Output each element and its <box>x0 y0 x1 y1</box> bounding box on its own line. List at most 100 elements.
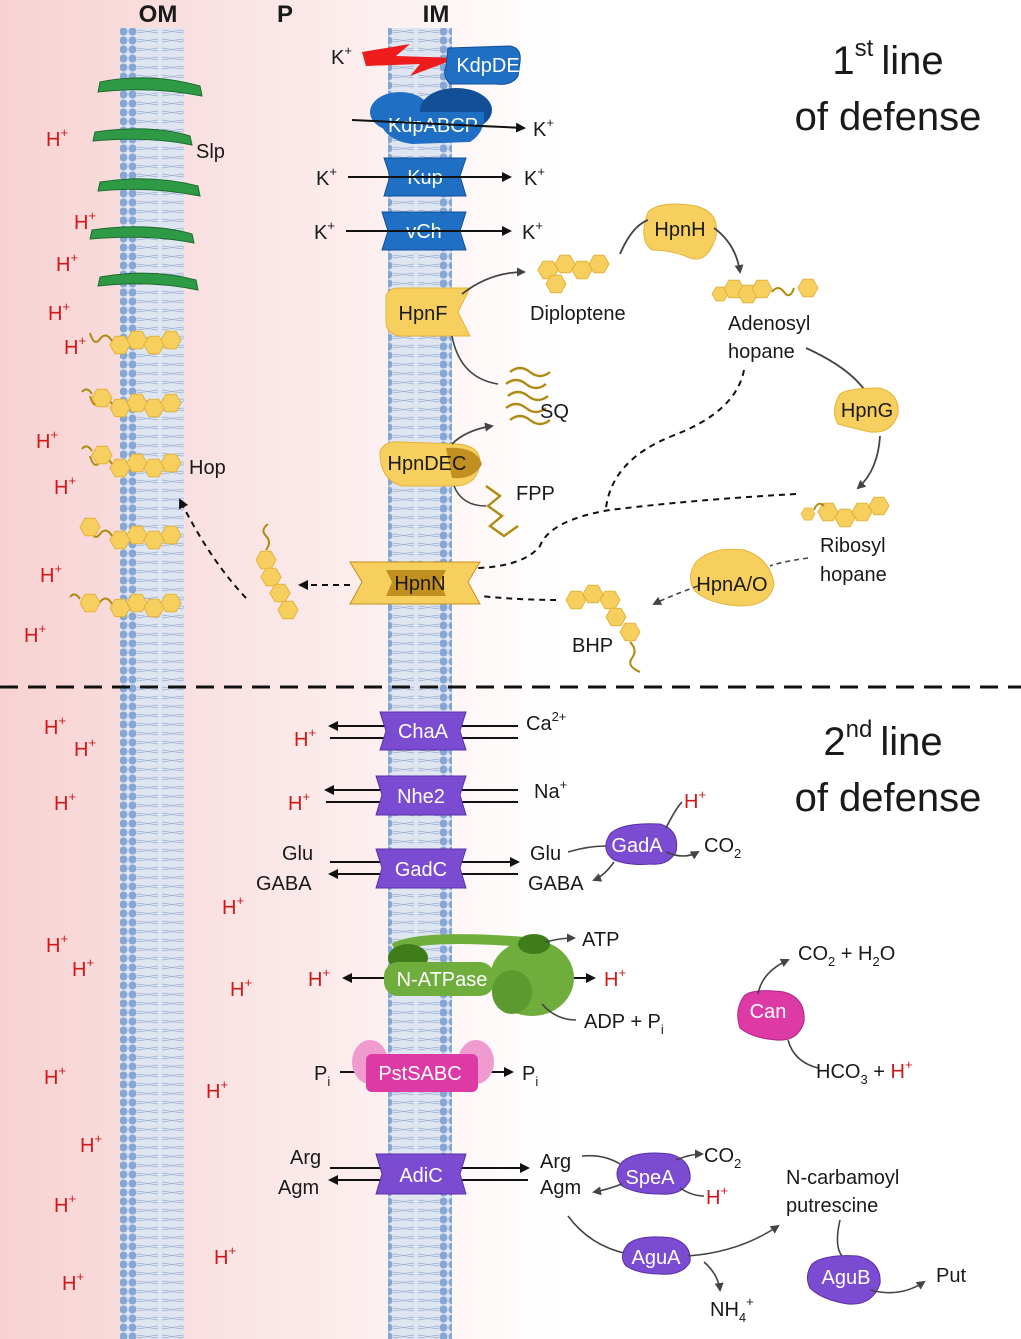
adic-arg-in: Arg <box>290 1147 321 1169</box>
svg-text:H+: H+ <box>54 1191 76 1217</box>
svg-text:H+: H+ <box>74 735 96 761</box>
nhe2-na-label: Na+ <box>534 777 567 803</box>
natpase-h-left: H+ <box>308 965 330 991</box>
gada-to-co2 <box>665 851 700 860</box>
diploptene-label: Diploptene <box>530 303 626 325</box>
hopanoid-exported <box>255 523 299 620</box>
hco3-label: HCO3 + H+ <box>816 1057 913 1087</box>
gadc-gaba-out: GABA <box>528 873 584 895</box>
can-to-co2h2o <box>757 958 790 995</box>
chaa-ca-label: Ca2+ <box>526 709 566 735</box>
ncarb-label-2: putrescine <box>786 1195 878 1217</box>
first-defense-subtitle: of defense <box>795 95 982 139</box>
adp-label: ADP + Pi <box>584 1011 664 1037</box>
gada-to-gaba <box>592 861 615 882</box>
hpng-protein <box>834 387 899 433</box>
slp-proteins <box>89 77 203 291</box>
natpase-to-atp <box>545 933 576 943</box>
vch-k-out: K+ <box>522 218 543 244</box>
chaa-h-label: H+ <box>294 725 316 751</box>
kdpabcp-arrow <box>351 119 526 133</box>
svg-text:H+: H+ <box>54 789 76 815</box>
gada-h-label: H+ <box>684 787 706 813</box>
svg-text:H+: H+ <box>44 713 66 739</box>
ncarb-label: N-carbamoyl <box>786 1167 899 1189</box>
kdpde-k-label: K+ <box>331 43 352 69</box>
kdpde-label: KdpDE <box>456 55 519 77</box>
put-label: Put <box>936 1265 966 1287</box>
ribosyl-to-hpnn-path <box>477 493 797 569</box>
hpnn-label: HpnN <box>394 573 445 595</box>
svg-text:H+: H+ <box>24 621 46 647</box>
fpp-to-hpndec-line <box>453 485 487 507</box>
p-label: P <box>277 1 293 28</box>
hpng-to-ribosyl-arrow <box>856 435 881 490</box>
chaa-protein <box>379 711 467 751</box>
svg-text:H+: H+ <box>62 1269 84 1295</box>
natpase-h-right: H+ <box>604 965 626 991</box>
gada-label: GadA <box>611 835 663 857</box>
second-defense-subtitle: of defense <box>795 776 982 820</box>
can-label: Can <box>750 1001 787 1023</box>
hco3-to-can <box>787 1039 819 1069</box>
adp-to-natpase <box>541 1003 577 1021</box>
co2h2o-label: CO2 + H2O <box>798 943 895 969</box>
hpnao-protein <box>690 548 775 607</box>
hpnf-to-diploptene-arrow <box>461 267 526 295</box>
svg-text:H+: H+ <box>214 1243 236 1269</box>
export-arrow-to-om <box>179 498 247 599</box>
ribosyl-to-hpnao-arrow <box>769 557 809 567</box>
protons-second-line: H+ H+ H+ H+ H+ H+ H+ H+ H+ H+ H+ H+ H+ <box>44 713 252 1295</box>
kup-k-out: K+ <box>524 164 545 190</box>
gadc-protein <box>375 848 467 889</box>
svg-text:H+: H+ <box>40 561 62 587</box>
svg-text:H+: H+ <box>46 125 68 151</box>
agua-protein <box>622 1236 691 1275</box>
hpnao-to-bhp-arrow <box>652 585 699 605</box>
spea-h-line <box>679 1187 705 1197</box>
hpnao-label: HpnA/O <box>696 574 767 596</box>
hpnh-protein <box>643 203 718 260</box>
hpnf-label: HpnF <box>399 303 448 325</box>
svg-text:H+: H+ <box>72 955 94 981</box>
agub-label: AguB <box>822 1267 871 1289</box>
pstsabc-protein <box>352 1040 494 1092</box>
svg-text:H+: H+ <box>44 1063 66 1089</box>
spea-h-label: H+ <box>706 1183 728 1209</box>
slp-label: Slp <box>196 141 225 163</box>
can-protein <box>737 990 805 1041</box>
bhp-molecule <box>565 584 641 673</box>
adic-agm-in: Agm <box>278 1177 319 1199</box>
hopanoids-om <box>69 330 182 618</box>
hpng-label: HpnG <box>841 400 893 422</box>
agua-to-nh4 <box>703 1261 724 1292</box>
gadc-glu-out: Glu <box>530 843 561 865</box>
nhe2-h-label: H+ <box>288 789 310 815</box>
gada-protein <box>605 823 678 865</box>
kup-k-in: K+ <box>316 164 337 190</box>
fpp-molecule <box>485 485 519 538</box>
svg-text:H+: H+ <box>222 893 244 919</box>
adenosyl-hopane-molecule <box>711 278 819 304</box>
nhe2-protein <box>375 775 467 816</box>
gada-co2-label: CO2 <box>704 835 741 861</box>
hpnh-label: HpnH <box>654 219 705 241</box>
outer-membrane <box>120 28 184 1339</box>
svg-text:H+: H+ <box>56 250 78 276</box>
fpp-label: FPP <box>516 483 555 505</box>
agub-protein <box>806 1255 881 1305</box>
hpnh-to-adenosyl-arrow <box>713 227 744 274</box>
chaa-label: ChaA <box>398 721 449 743</box>
adic-arg-out: Arg <box>540 1151 571 1173</box>
hpndec-label: HpnDEC <box>388 453 467 475</box>
adenosyl-label: Adenosyl <box>728 313 810 335</box>
adenosyl-to-hpnn-path <box>605 369 745 509</box>
hpnf-protein <box>385 287 471 337</box>
adenosyl-to-hpng-arrow <box>805 347 867 393</box>
gadc-glu-in: Glu <box>282 843 313 865</box>
svg-text:H+: H+ <box>206 1077 228 1103</box>
svg-text:H+: H+ <box>54 473 76 499</box>
ribosyl-hopane-molecule <box>800 496 890 528</box>
